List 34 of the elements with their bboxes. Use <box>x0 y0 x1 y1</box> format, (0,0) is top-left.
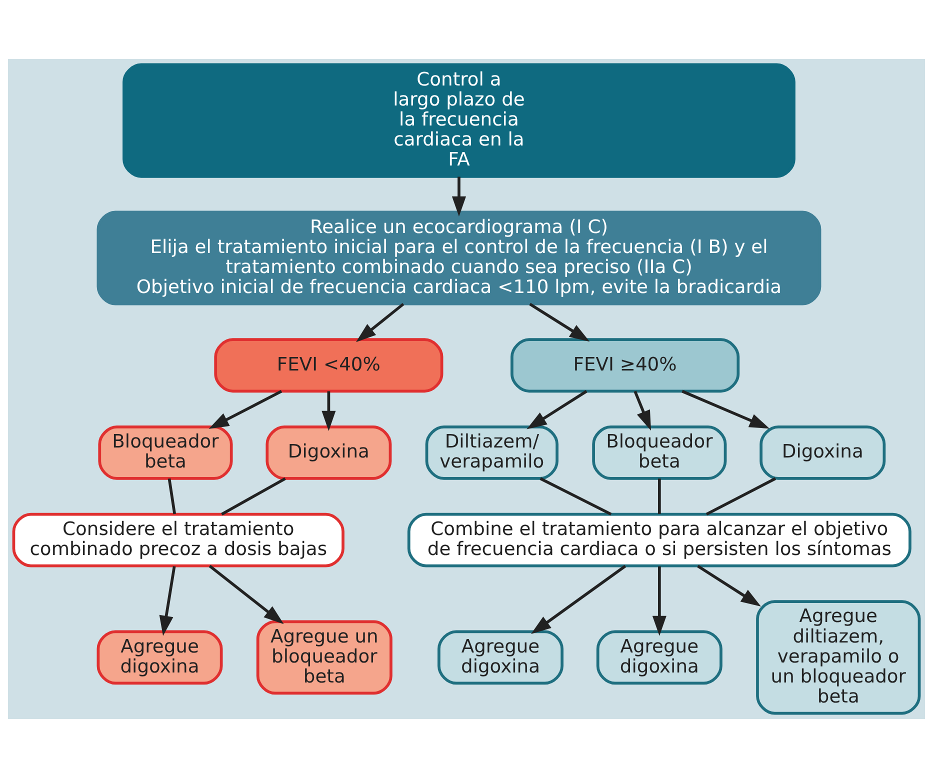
node-box: Agregue digoxina <box>96 630 223 684</box>
arrow <box>526 390 588 429</box>
arrow <box>322 390 336 430</box>
node-box: Digoxina <box>266 425 392 480</box>
node-box: Agregue diltiazem, verapamilo o un bloqueador beta <box>756 600 921 714</box>
node-box: Agregue digoxina <box>596 630 722 684</box>
node-box: FEVI ≥40% <box>510 338 740 392</box>
node-box: Digoxina <box>760 425 886 480</box>
node-box: Agregue digoxina <box>438 630 564 684</box>
arrow <box>208 389 282 428</box>
connector <box>540 476 612 515</box>
node-box: FEVI <40% <box>214 338 444 392</box>
arrow <box>634 390 652 430</box>
node-box: Realice un ecocardiograma (I C) Elija el tratamiento inicial para el control de la frecuencia (I B) y el tratamiento combinado cuando sea preciso (IIa C) Objetivo inicial de frecuencia cardiaca <110 lpm, evite la bradicardia <box>96 210 822 305</box>
arrow <box>452 176 466 216</box>
node-box: Agregue un bloqueador beta <box>256 620 392 694</box>
node-box: Bloqueador beta <box>592 425 727 480</box>
node-box: Combine el tratamiento para alcanzar el objetivo de frecuencia cardiaca o si persisten los síntomas <box>407 512 912 567</box>
arrow <box>356 302 404 342</box>
node-box: Considere el tratamiento combinado precoz a dosis bajas <box>12 512 344 567</box>
node-box: Bloqueador beta <box>98 425 233 480</box>
arrow <box>208 564 284 624</box>
arrow <box>531 564 626 634</box>
node-box: Control a largo plazo de la frecuencia cardiaca en la FA <box>122 62 796 178</box>
arrow <box>652 566 666 636</box>
connector <box>658 478 661 514</box>
arrow <box>159 566 176 636</box>
connector <box>706 476 776 515</box>
node-box: Diltiazem/ verapamilo <box>425 425 558 480</box>
connector <box>221 476 286 515</box>
arrow <box>682 389 770 428</box>
connector <box>168 478 176 514</box>
arrow <box>697 564 762 606</box>
arrow <box>529 302 590 342</box>
